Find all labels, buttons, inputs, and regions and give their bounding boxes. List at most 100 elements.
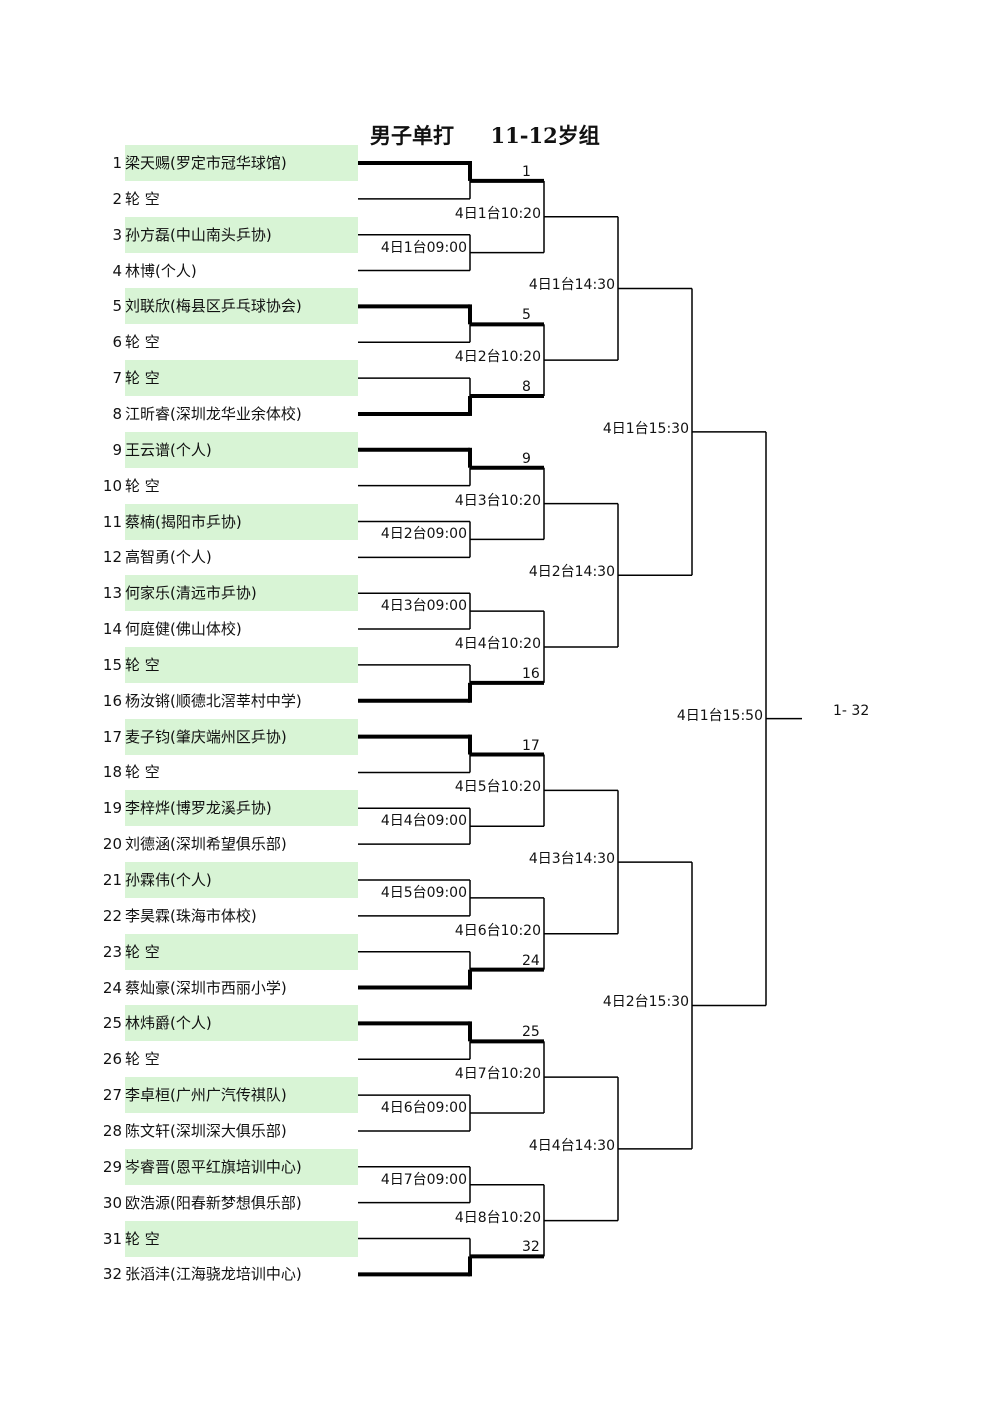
player-name: 轮 空 xyxy=(125,763,160,782)
seed-number: 32 xyxy=(102,1265,122,1284)
winner-seed-label: 17 xyxy=(522,737,540,754)
match-time-label: 4日7台09:00 xyxy=(380,1171,467,1188)
winner-seed-label: 16 xyxy=(522,665,540,682)
seed-number: 14 xyxy=(102,620,122,639)
seed-number: 15 xyxy=(102,655,122,674)
seed-number: 3 xyxy=(112,225,122,244)
seed-number: 13 xyxy=(102,584,122,603)
seed-number: 6 xyxy=(112,333,122,352)
seed-number: 25 xyxy=(102,1014,122,1033)
player-name: 蔡楠(揭阳市乒协) xyxy=(125,512,242,531)
match-time-label: 4日4台10:20 xyxy=(454,635,541,652)
player-name: 李梓烨(博罗龙溪乒协) xyxy=(125,799,272,818)
player-name: 欧浩源(阳春新梦想俱乐部) xyxy=(125,1193,302,1212)
row-highlight xyxy=(125,288,358,325)
match-time-label: 4日5台10:20 xyxy=(454,779,541,796)
player-name: 陈文轩(深圳深大俱乐部) xyxy=(125,1121,287,1140)
player-name: 江昕睿(深圳龙华业余体校) xyxy=(125,404,302,423)
player-name: 轮 空 xyxy=(125,1229,160,1248)
match-time-label: 4日2台10:20 xyxy=(454,349,541,366)
match-time-label: 4日1台15:30 xyxy=(602,420,689,437)
seed-number: 16 xyxy=(102,691,122,710)
winner-seed-label: 32 xyxy=(522,1239,540,1256)
player-name: 岑睿晋(恩平红旗培训中心) xyxy=(125,1157,302,1176)
match-time-label: 4日2台15:30 xyxy=(602,994,689,1011)
row-highlight xyxy=(125,145,358,181)
seed-number: 27 xyxy=(102,1086,122,1105)
row-highlight xyxy=(125,862,358,898)
match-time-label: 4日4台09:00 xyxy=(380,813,467,830)
seed-number: 9 xyxy=(112,440,122,459)
row-highlight xyxy=(125,1220,358,1257)
page-title: 男子单打 11-12岁组 xyxy=(370,123,600,148)
seed-number: 20 xyxy=(102,835,122,854)
row-highlight xyxy=(125,1148,358,1185)
player-name: 轮 空 xyxy=(125,1050,160,1069)
player-name: 孙方磊(中山南头乒协) xyxy=(125,225,272,244)
seed-number: 5 xyxy=(112,297,122,316)
player-name: 麦子钧(肇庆端州区乒协) xyxy=(125,727,287,746)
match-time-label: 4日2台09:00 xyxy=(380,526,467,543)
match-time-label: 4日4台14:30 xyxy=(528,1137,615,1154)
player-name: 梁天赐(罗定市冠华球馆) xyxy=(125,154,287,172)
player-name: 轮 空 xyxy=(125,369,160,388)
match-time-label: 4日1台15:50 xyxy=(676,707,763,724)
winner-seed-label: 25 xyxy=(522,1024,540,1041)
player-name: 孙霖伟(个人) xyxy=(125,871,212,889)
seed-number: 30 xyxy=(102,1193,122,1212)
seed-number: 2 xyxy=(112,189,122,208)
seed-number: 7 xyxy=(112,369,122,388)
player-name: 轮 空 xyxy=(125,189,160,208)
seed-number: 22 xyxy=(102,906,122,925)
player-name: 林炜爵(个人) xyxy=(125,1014,212,1033)
player-name: 刘德涵(深圳希望俱乐部) xyxy=(125,835,287,854)
player-name: 林博(个人) xyxy=(125,261,197,280)
winner-seed-label: 1 xyxy=(522,163,531,180)
match-time-label: 4日6台09:00 xyxy=(380,1100,467,1117)
seed-number: 4 xyxy=(112,261,122,280)
match-time-label: 4日1台09:00 xyxy=(380,239,467,256)
row-highlight xyxy=(125,790,358,827)
player-name: 李昊霖(珠海市体校) xyxy=(125,906,257,925)
player-name: 杨汝锵(顺德北滘莘村中学) xyxy=(125,691,302,710)
row-highlight xyxy=(125,718,358,755)
seed-number: 19 xyxy=(102,799,122,818)
seed-number: 24 xyxy=(102,978,122,997)
winner-seed-label: 24 xyxy=(522,952,540,969)
player-name: 李卓桓(广州广汽传祺队) xyxy=(125,1086,287,1105)
player-name: 高智勇(个人) xyxy=(125,548,212,567)
row-highlight xyxy=(125,933,358,970)
row-highlight xyxy=(125,216,358,253)
player-name: 轮 空 xyxy=(125,942,160,961)
match-time-label: 4日3台14:30 xyxy=(528,851,615,868)
seed-number: 26 xyxy=(102,1050,122,1069)
seed-number: 1 xyxy=(112,154,122,172)
match-time-label: 4日2台14:30 xyxy=(528,564,615,581)
match-time-label: 4日3台09:00 xyxy=(380,598,467,615)
row-highlight xyxy=(125,1005,358,1042)
player-name: 轮 空 xyxy=(125,476,160,495)
row-highlight xyxy=(125,431,358,468)
row-highlight xyxy=(125,646,358,683)
seed-number: 11 xyxy=(102,512,122,531)
match-time-label: 4日8台10:20 xyxy=(454,1209,541,1226)
player-name: 轮 空 xyxy=(125,333,160,352)
player-name: 蔡灿豪(深圳市西丽小学) xyxy=(125,978,287,997)
winner-seed-label: 5 xyxy=(522,307,531,324)
player-name: 何家乐(清远市乒协) xyxy=(125,584,257,603)
player-name: 刘联欣(梅县区乒乓球协会) xyxy=(125,297,302,316)
row-highlight xyxy=(125,360,358,397)
match-time-label: 4日1台14:30 xyxy=(528,277,615,294)
seed-number: 21 xyxy=(102,871,122,889)
player-name: 何庭健(佛山体校) xyxy=(125,620,242,639)
winner-seed-label: 9 xyxy=(522,450,531,467)
match-time-label: 4日5台09:00 xyxy=(380,884,467,901)
row-highlight xyxy=(125,503,358,540)
final-result-label: 1- 32 xyxy=(833,703,870,719)
winner-seed-label: 8 xyxy=(522,379,531,396)
match-time-label: 4日7台10:20 xyxy=(454,1066,541,1083)
row-highlight xyxy=(125,575,358,612)
match-time-label: 4日3台10:20 xyxy=(454,492,541,509)
seed-number: 10 xyxy=(102,476,122,495)
